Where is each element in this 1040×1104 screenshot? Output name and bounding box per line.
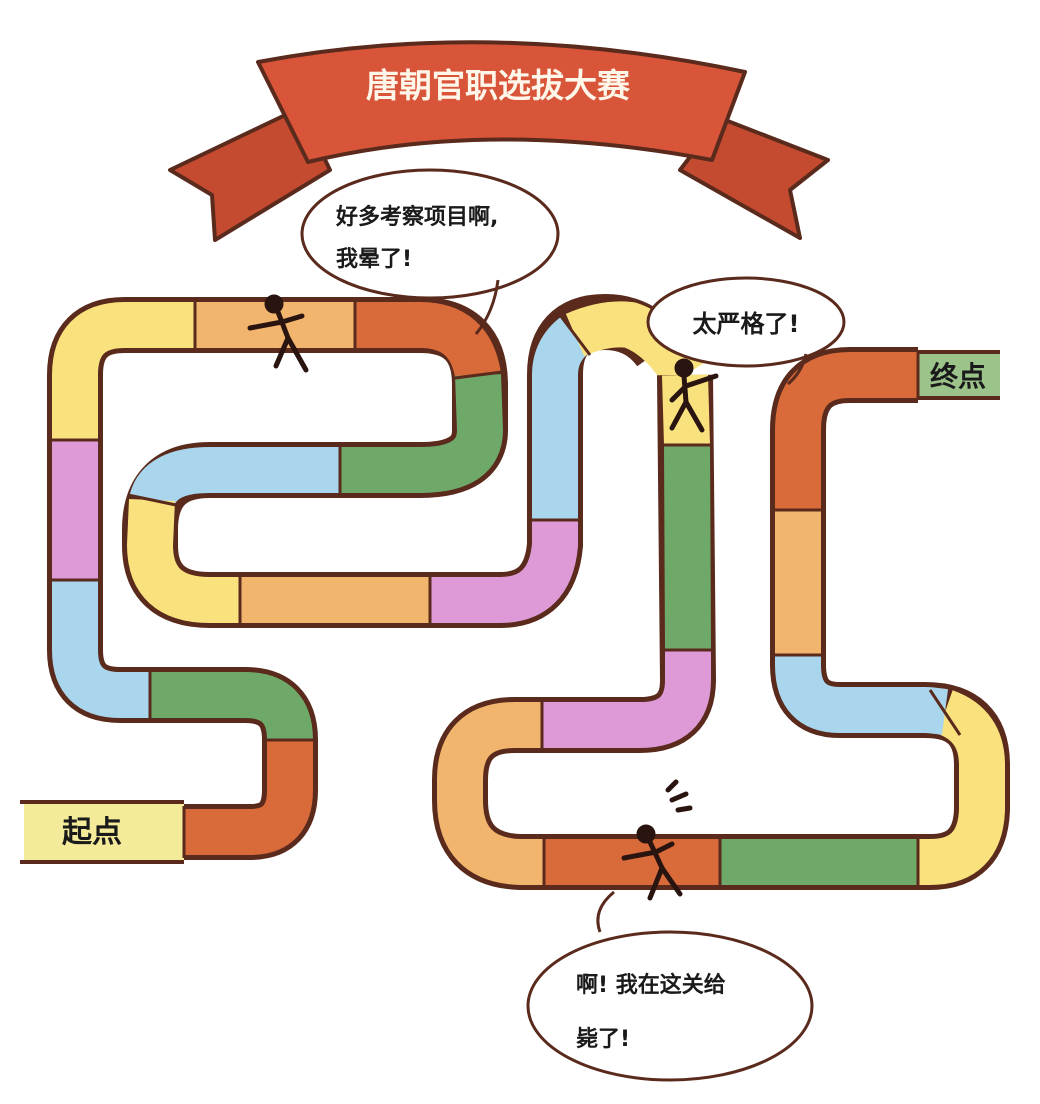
bubble-top-line1: 好多考察项目啊, — [335, 204, 498, 230]
start-tab: 起点 — [20, 800, 184, 864]
ribbon-band — [256, 40, 747, 164]
board-title: 唐朝官职选拔大赛 — [366, 66, 631, 105]
track-section-1 — [47, 294, 705, 860]
title-ribbon: 唐朝官职选拔大赛 — [168, 40, 830, 242]
speech-bubble-bottom: 啊! 我在这关给 毙了! — [526, 890, 814, 1082]
bubble-bottom-line2: 毙了! — [576, 1026, 630, 1052]
speech-bubble-top: 好多考察项目啊, 我晕了! — [300, 168, 560, 335]
end-tab: 终点 — [918, 350, 1000, 400]
start-label: 起点 — [62, 815, 122, 850]
bubble-bottom-line1: 啊! 我在这关给 — [576, 972, 726, 998]
stick-figure-top — [247, 294, 309, 373]
bubble-top-line2: 我晕了! — [336, 247, 412, 272]
track-section-2 — [432, 347, 1010, 890]
bubble-middle-text: 太严格了! — [693, 310, 800, 338]
stick-figure-bottom — [621, 779, 693, 901]
end-label: 终点 — [930, 360, 986, 393]
speech-bubble-middle: 太严格了! — [646, 276, 846, 386]
stick-figure-middle — [669, 358, 719, 433]
